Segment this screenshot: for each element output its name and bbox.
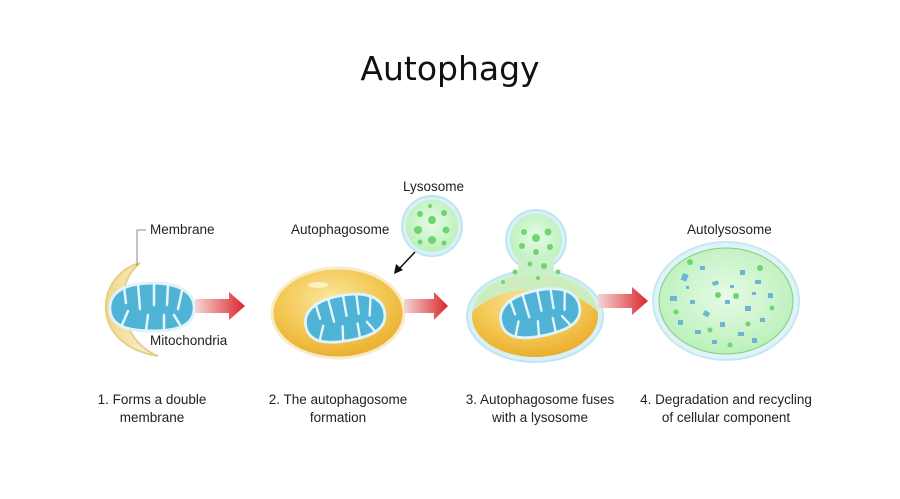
lysosome-label: Lysosome [403,179,464,194]
mitochondria-label: Mitochondria [150,333,228,348]
step-1-caption-line2: membrane [120,410,185,425]
stage-2: Autophagosome Lysosome [270,179,464,360]
step-2-caption-line2: formation [310,410,366,425]
stage-4: Autolysosome [652,222,800,361]
arrow-icon [598,287,648,315]
step-captions: 1. Forms a double membrane 2. The autoph… [98,392,812,425]
step-1-caption: 1. Forms a double [98,392,207,407]
arrow-icon [404,292,448,320]
step-3-caption-line2: with a lysosome [491,410,588,425]
step-4-caption-line2: of cellular component [662,410,791,425]
stage-3 [466,209,648,363]
autolysosome-label: Autolysosome [687,222,772,237]
diagram-title: Autophagy [360,49,539,88]
arrow-icon [195,292,245,320]
membrane-label: Membrane [150,222,215,237]
step-2-caption: 2. The autophagosome [269,392,408,407]
step-3-caption: 3. Autophagosome fuses [466,392,615,407]
step-4-caption: 4. Degradation and recycling [640,392,812,407]
pointer-arrow-icon [397,251,416,271]
autophagosome-label: Autophagosome [291,222,389,237]
mitochondria-shape [108,281,196,333]
stage-1: Membrane Mitochondria [104,222,245,357]
lysosome-shape [401,195,463,257]
membrane-leader-line [136,229,146,266]
